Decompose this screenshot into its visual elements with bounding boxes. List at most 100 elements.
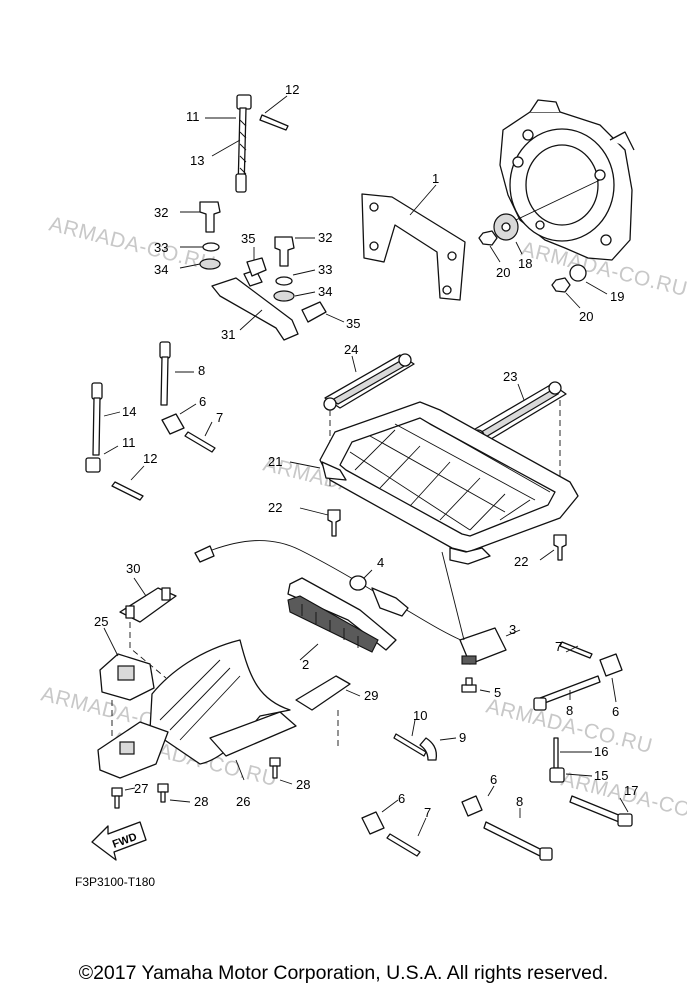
diagram-reference-code: F3P3100-T180 [75,875,155,889]
part-22-screw-left [299,507,341,537]
part-22-screw-right [539,534,567,561]
callout-6: 6 [199,394,206,409]
callout-7: 7 [216,410,223,425]
callout-8: 8 [516,794,523,809]
part-29-bracket [295,675,361,750]
callout-14: 14 [122,404,136,419]
part-7-pin-left [184,421,216,453]
callout-16: 16 [594,744,608,759]
part-8-tie-left [159,341,194,406]
part-26-intake-grate [149,639,297,781]
callout-24: 24 [344,342,358,357]
part-35-bolt-upper [246,247,267,277]
part-6-clamp-left [161,403,197,435]
part-8-tie-right [533,675,601,711]
watermark: ARMADA-CO.RU [47,213,218,277]
callout-34: 34 [154,262,168,277]
callout-29: 29 [364,688,378,703]
callout-8: 8 [566,703,573,718]
part-9-clip [419,737,457,761]
callout-19: 19 [610,289,624,304]
callout-17: 17 [624,783,638,798]
callout-35: 35 [241,231,255,246]
callout-27: 27 [134,781,148,796]
part-6-clamp-right [599,653,623,703]
part-10-pin [393,719,427,757]
callout-26: 26 [236,794,250,809]
callout-6: 6 [490,772,497,787]
callout-11: 11 [186,109,200,124]
callout-33: 33 [154,240,168,255]
part-21-frame [289,401,579,565]
callout-8: 8 [198,363,205,378]
callout-12: 12 [285,82,299,97]
copyright-notice: ©2017 Yamaha Motor Corporation, U.S.A. A… [78,962,609,984]
callout-9: 9 [459,730,466,745]
callout-4: 4 [377,555,384,570]
callout-1: 1 [432,171,439,186]
part-28-screw-right [269,757,293,785]
callout-28: 28 [296,777,310,792]
callout-6: 6 [612,704,619,719]
callout-2: 2 [302,657,309,672]
part-8-tie-bottom [483,808,553,861]
callout-12: 12 [143,451,157,466]
part-12-pin-left [111,465,145,501]
part-3-sensor-cable [194,540,521,665]
part-7-pin-right [559,641,593,659]
callout-23: 23 [503,369,517,384]
callout-18: 18 [518,256,532,271]
engine-housing [494,99,635,261]
part-16-pin [553,737,592,769]
callout-15: 15 [594,768,608,783]
part-18-damper [493,213,523,255]
callout-33: 33 [318,262,332,277]
part-28-screw-left [157,783,191,803]
callout-28: 28 [194,794,208,809]
part-24-rail [323,353,415,490]
callout-6: 6 [398,791,405,806]
fwd-arrow-icon: FWD [91,821,147,861]
callout-34: 34 [318,284,332,299]
part-27-screw [111,787,136,809]
callout-22: 22 [268,500,282,515]
part-35-bolt-lower [301,301,345,323]
callout-32: 32 [154,205,168,220]
callout-5: 5 [494,685,501,700]
callout-22: 22 [514,554,528,569]
callout-35: 35 [346,316,360,331]
callout-7: 7 [424,805,431,820]
part-32-bolt-left [180,201,221,233]
callout-10: 10 [413,708,427,723]
callout-20: 20 [496,265,510,280]
callout-21: 21 [268,454,282,469]
part-7-pin-bottom [386,817,427,857]
part-30-bracket [119,577,177,679]
part-4-grommet [349,569,373,591]
part-34-washer-right [273,290,316,302]
callout-13: 13 [190,153,204,168]
part-13-strap-assembly [205,94,289,193]
part-34-washer-left [179,258,221,270]
part-11-clamp-left [85,445,119,473]
callout-30: 30 [126,561,140,576]
part-14-tie [91,382,121,456]
part-6-clamp-bottom-mid [461,785,495,817]
part-2-pad [287,577,397,661]
part-6-clamp-bottom-left [361,799,399,835]
part-19-collar [569,264,608,295]
callout-25: 25 [94,614,108,629]
callout-32: 32 [318,230,332,245]
part-15-clamp [549,767,593,783]
callout-7: 7 [555,639,562,654]
callout-11: 11 [122,435,136,450]
part-26-lower-plate [97,721,169,779]
callout-3: 3 [509,622,516,637]
part-33-washer-right [275,269,316,286]
part-20-nut-upper [478,230,501,263]
part-33-washer-left [180,242,220,252]
part-5-screw [461,677,491,693]
part-20-nut-lower [551,277,581,309]
callout-labels: 1 2 3 4 5 6 6 6 6 7 7 7 8 8 8 9 10 11 11… [94,82,638,820]
